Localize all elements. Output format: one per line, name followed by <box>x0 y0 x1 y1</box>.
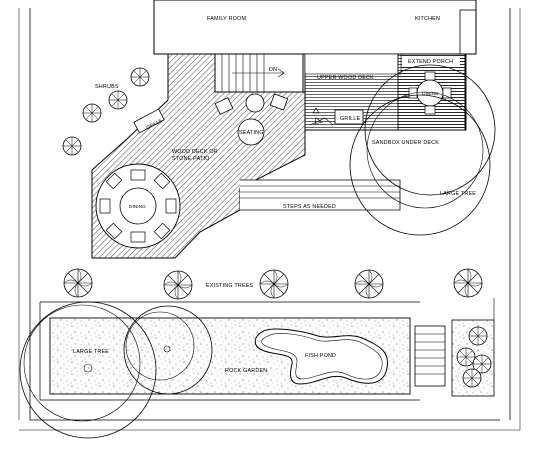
wood-deck-label-1: WOOD DECK OR <box>172 149 218 155</box>
shrub-bed-right <box>451 298 495 397</box>
kitchen-label: KITCHEN <box>415 16 440 22</box>
fish-pond-label: FISH POND <box>305 353 336 359</box>
large-tree-left-label: LARGE TREE <box>73 349 109 355</box>
seating-group: SEATING <box>214 93 289 146</box>
svg-text:DINING: DINING <box>422 91 439 97</box>
shrubs-cluster: SHRUBS <box>62 67 150 156</box>
grille-upper: GRILLE <box>309 107 364 126</box>
house: FAMILY ROOM KITCHEN <box>153 0 477 55</box>
steps-label: STEPS AS NEEDED <box>283 204 336 210</box>
rock-garden-label: ROCK GARDEN <box>225 368 267 374</box>
large-tree-left: LARGE TREE <box>19 301 213 439</box>
dn-label: DN <box>269 67 277 73</box>
existing-trees-label: EXISTING TREES <box>206 283 254 289</box>
large-tree-right-label: LARGE TREE <box>440 191 476 197</box>
property-lines <box>18 8 521 431</box>
family-room-label: FAMILY ROOM <box>207 16 246 22</box>
sandbox-label: SANDBOX UNDER DECK <box>372 140 439 146</box>
seating-label: SEATING <box>239 130 264 136</box>
svg-text:GRILLE: GRILLE <box>340 116 361 122</box>
wood-deck-label-2: STONE PATIO <box>172 156 210 162</box>
lower-dining-table: DINING <box>95 163 181 249</box>
extend-porch-label: EXTEND PORCH <box>408 59 453 65</box>
svg-text:DINING: DINING <box>129 204 146 210</box>
large-tree-right: SANDBOX UNDER DECK LARGE TREE <box>349 64 496 236</box>
stairs-down: DN <box>214 53 304 93</box>
shrubs-label: SHRUBS <box>95 84 119 90</box>
upper-wood-deck-label: UPPER WOOD DECK <box>317 75 374 81</box>
garden-steps <box>414 325 446 387</box>
existing-trees-row: EXISTING TREES <box>63 268 483 300</box>
fish-pond: FISH POND <box>254 328 388 385</box>
